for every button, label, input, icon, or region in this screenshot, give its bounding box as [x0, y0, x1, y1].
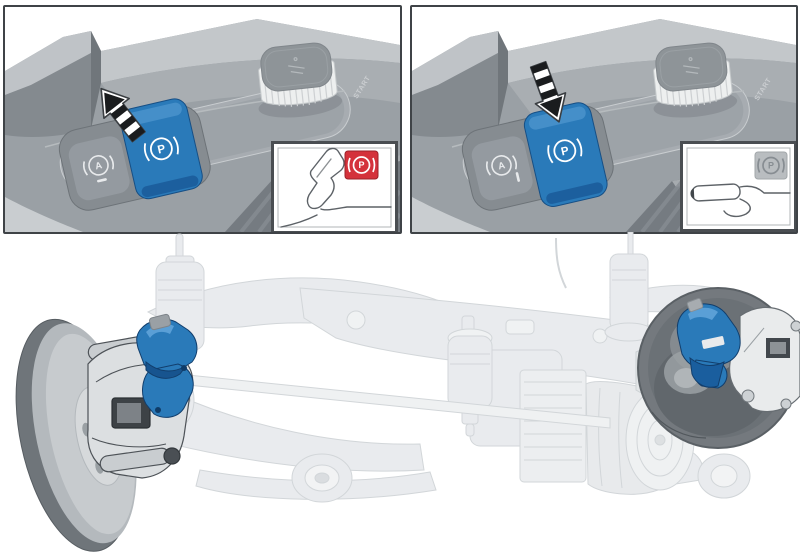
indicator-letter: P: [358, 160, 364, 170]
start-knob: [258, 42, 343, 118]
circle-p-indicator-icon: P: [347, 156, 376, 174]
brake-line: [555, 237, 567, 289]
leveling-motor: [447, 315, 493, 437]
rear-subframe-watermark: [99, 232, 751, 503]
parking-brake-letter: P: [560, 145, 570, 158]
switch-cluster: A P: [58, 98, 211, 211]
auto-hold-letter: A: [94, 160, 103, 172]
handbrake-lever-raised: [280, 147, 392, 228]
console-illustration-apply: A P: [5, 7, 400, 232]
parking-brake-switch: P: [523, 102, 608, 207]
right-parking-brake-actuator: [676, 303, 741, 389]
circle-a-auto-hold-icon: A: [82, 155, 115, 183]
right-shock-absorber: [604, 232, 654, 342]
parking-brake-indicator-on: P: [344, 150, 379, 180]
start-knob: [653, 42, 738, 118]
actuator-connector: [686, 297, 704, 313]
rear-axle-illustration: [15, 232, 800, 552]
door-armrest-front: [412, 53, 498, 137]
striped-arrow-icon: [529, 60, 567, 123]
left-brake-assembly: [15, 313, 198, 552]
auto-hold-letter: A: [497, 160, 506, 172]
auto-hold-switch: A: [68, 136, 130, 201]
knob-marking: [683, 57, 700, 74]
lever-inset-release: P: [680, 141, 796, 232]
right-brake-assembly: [635, 287, 800, 449]
handbrake-lever-lowered: [690, 183, 791, 218]
auto-hold-switch: A: [471, 136, 533, 201]
subframe-bushing-right: [697, 453, 751, 499]
circle-p-parking-brake-icon: P: [547, 138, 583, 164]
panel-release-parking-brake: A P: [410, 5, 798, 234]
switch-cluster: A P: [461, 102, 614, 211]
circle-p-parking-brake-icon: P: [143, 136, 179, 162]
parking-brake-switch: P: [119, 98, 203, 200]
knob-marking: [288, 57, 305, 74]
circle-p-indicator-icon: P: [757, 156, 785, 175]
right-brake-caliper: [729, 306, 800, 413]
striped-arrow-icon: [100, 87, 146, 143]
actuator-connector: [148, 313, 172, 331]
indicator-letter: P: [768, 161, 774, 171]
parking-brake-letter: P: [157, 143, 167, 156]
console-illustration-release: A P: [412, 7, 796, 232]
door-armrest-top: [5, 31, 91, 95]
door-armrest-top: [412, 31, 498, 95]
parking-brake-indicator-off: P: [754, 151, 788, 180]
panel-apply-parking-brake: A P: [3, 5, 402, 234]
lever-inset-apply: P: [271, 141, 398, 232]
subframe-bushing-left: [291, 453, 353, 503]
circle-a-auto-hold-icon: A: [485, 155, 520, 182]
door-armrest-front: [5, 53, 91, 137]
